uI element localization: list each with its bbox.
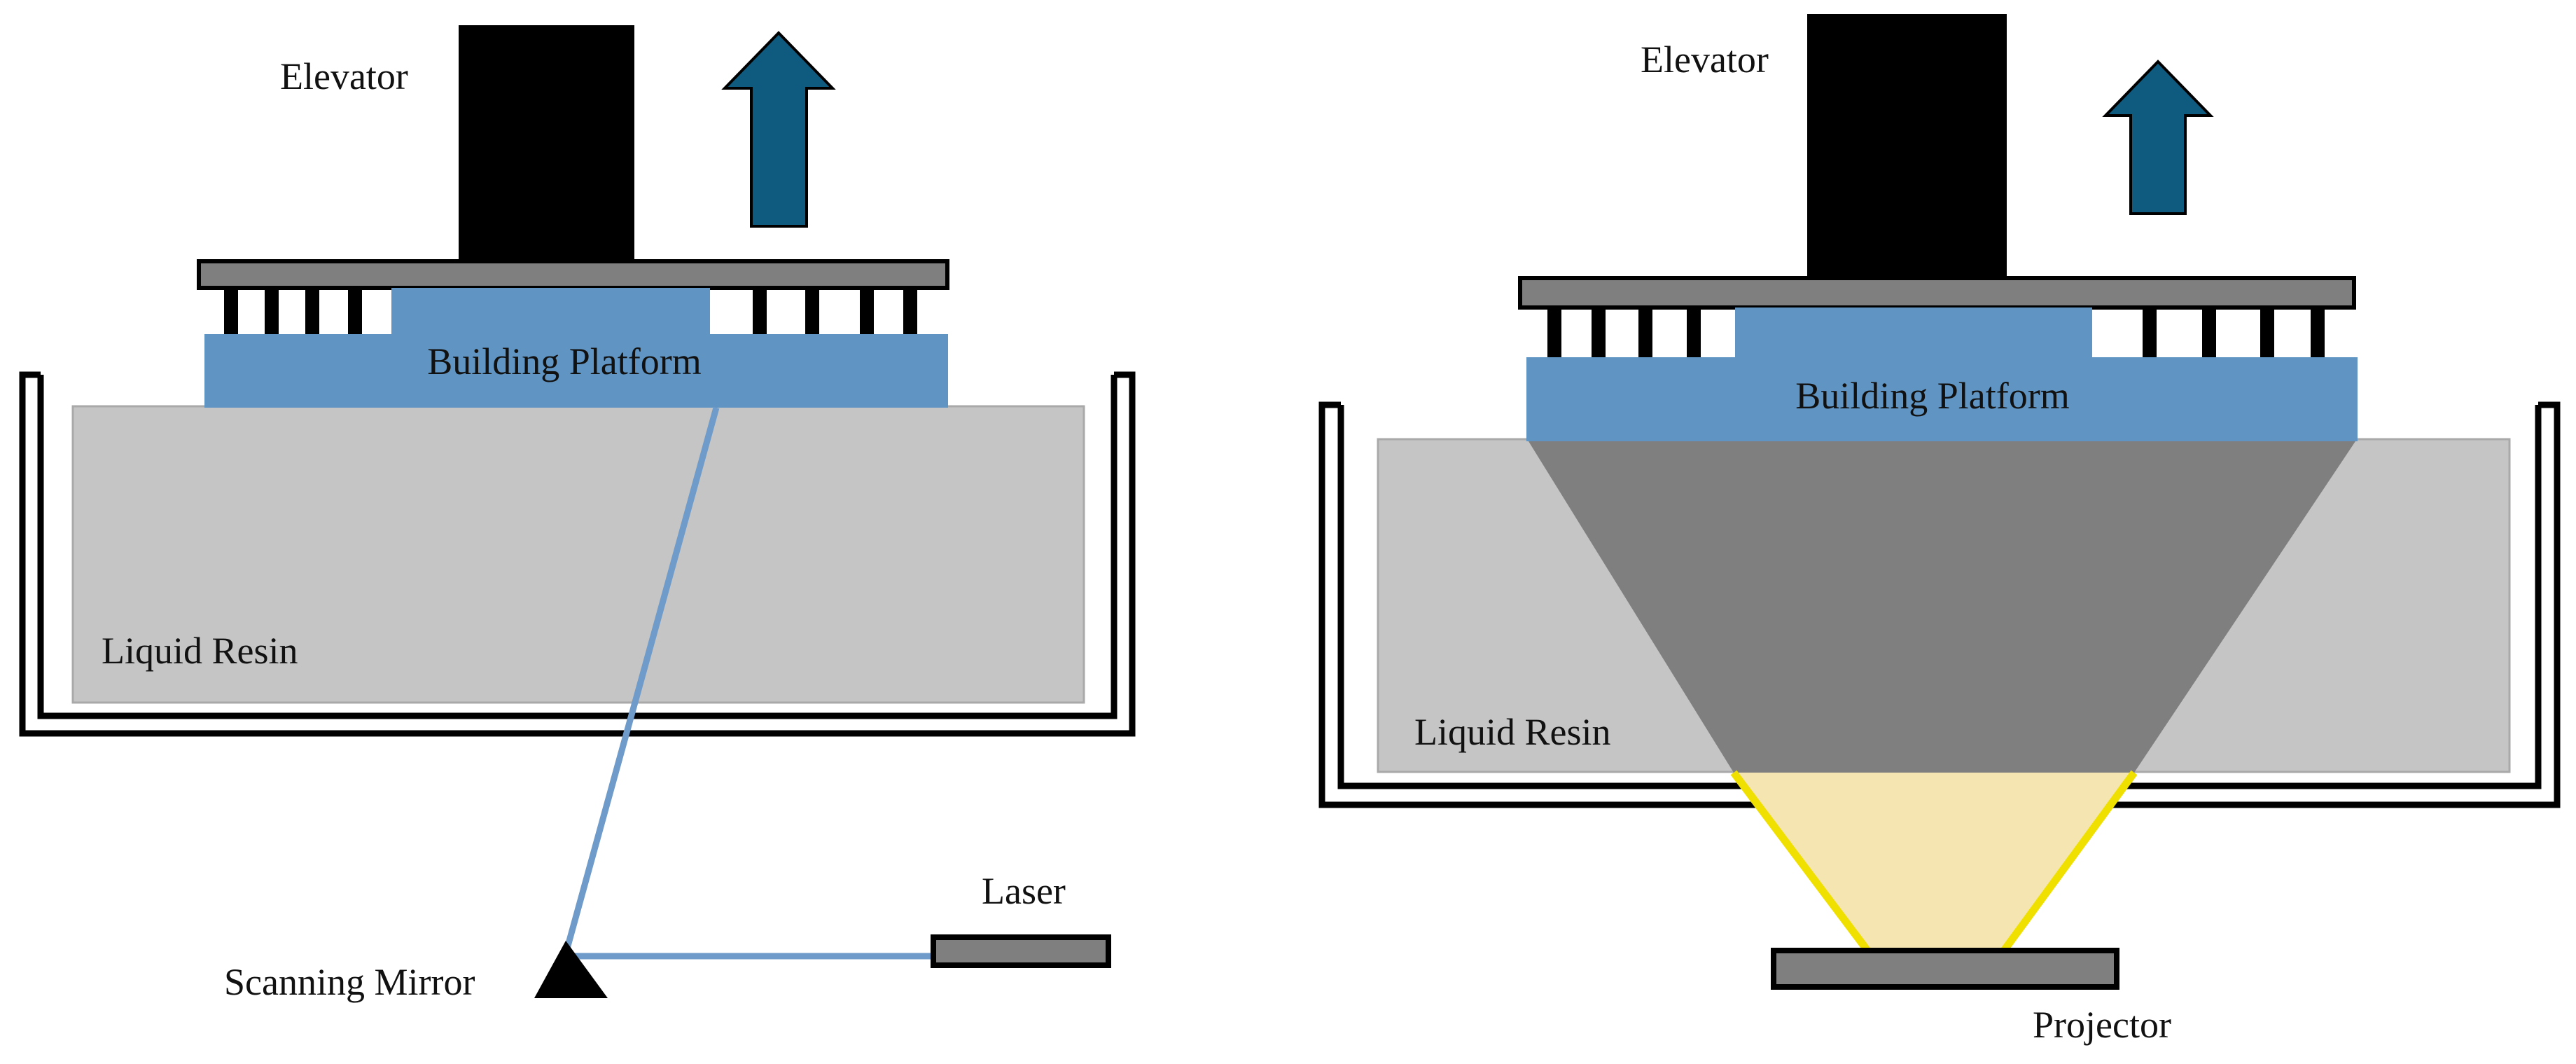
left-resin-vat [19,371,1136,737]
left-resin-label: Liquid Resin [102,630,298,672]
left-platform-label: Building Platform [427,340,702,382]
right-platform-label: Building Platform [1795,375,2070,417]
laser-label: Laser [982,870,1066,912]
left-elevator [459,25,634,263]
left-building-platform [204,288,948,408]
right-platform-plate [1518,276,2356,310]
light-edge-right [2000,770,2138,953]
right-elevator [1807,14,2007,279]
laser-source [931,934,1111,968]
scanning-mirror-label: Scanning Mirror [224,961,475,1003]
dlp-diagram: Liquid Resin Elevator Building Platf [1318,14,2561,1046]
left-platform-plate [197,259,949,290]
left-liquid-resin [71,405,1085,704]
left-support-posts [224,288,917,334]
light-edge-left [1730,770,1871,953]
right-support-posts [1547,308,2325,358]
projector [1771,948,2119,990]
projector-label: Projector [2033,1004,2171,1046]
sla-diagram: Liquid Resin Elevator Building Platform [19,25,1136,1003]
left-up-arrow-icon [721,31,836,228]
right-elevator-label: Elevator [1641,39,1769,81]
projected-light [1734,773,2134,951]
left-elevator-label: Elevator [280,55,408,97]
right-up-arrow-icon [2102,60,2214,215]
right-resin-label: Liquid Resin [1414,711,1611,753]
projection-cone [1529,441,2355,773]
scanning-mirror-icon [534,941,608,998]
right-building-platform [1526,308,2358,441]
